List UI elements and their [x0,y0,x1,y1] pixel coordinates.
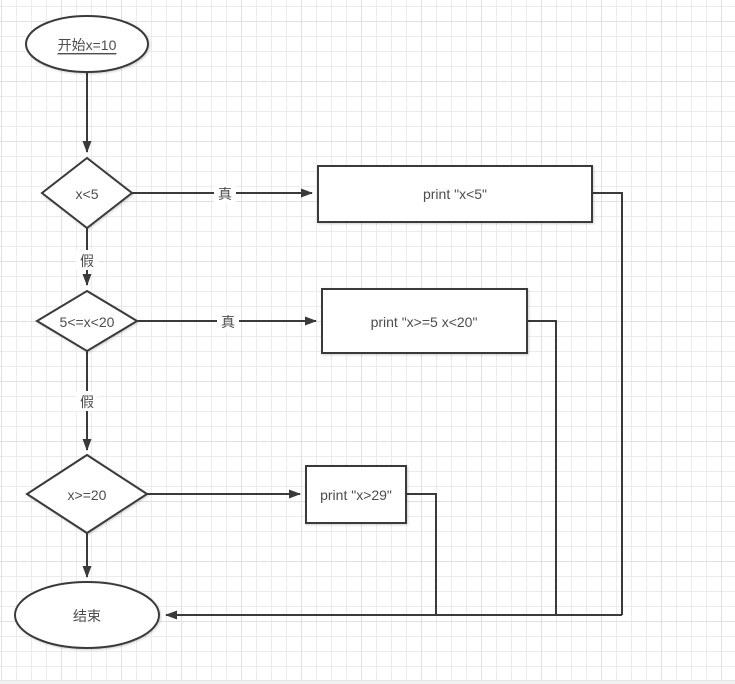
node-decision2-label: 5<=x<20 [60,314,115,330]
node-process3[interactable]: print "x>29" [305,465,407,524]
edge-process2-return[interactable] [527,320,557,615]
edge-label-decision2-true-text: 真 [221,314,235,330]
edge-label-decision1-false-text: 假 [80,253,94,269]
node-decision1[interactable]: x<5 [40,156,134,230]
edge-process3-return[interactable] [406,493,437,615]
nodes-layer: 开始x=10 x<5 print "x<5" 5<=x<20 print "x>… [14,15,593,649]
edge-label-decision1-true[interactable]: 真 [214,183,236,203]
node-process2-label: print "x>=5 x<20" [371,314,478,330]
node-decision2[interactable]: 5<=x<20 [35,289,139,353]
node-start-label: 开始x=10 [58,37,117,53]
node-decision3[interactable]: x>=20 [25,453,149,535]
edge-label-decision2-false-text: 假 [80,394,94,410]
node-end[interactable]: 结束 [14,581,160,649]
node-process1[interactable]: print "x<5" [317,165,593,223]
edge-label-decision1-true-text: 真 [218,186,232,202]
node-decision1-label: x<5 [76,186,99,202]
node-process1-label: print "x<5" [423,186,487,202]
edge-labels-layer: 真 假 真 假 [76,183,239,411]
node-decision3-label: x>=20 [68,487,107,503]
edge-label-decision2-false[interactable]: 假 [76,391,98,411]
canvas-bottom-edge [0,680,735,684]
node-process3-label: print "x>29" [320,487,392,503]
edge-label-decision1-false[interactable]: 假 [76,250,98,270]
node-end-label: 结束 [73,608,101,624]
node-start[interactable]: 开始x=10 [25,15,149,73]
edge-process1-return[interactable] [592,192,623,615]
edge-label-decision2-true[interactable]: 真 [217,311,239,331]
node-process2[interactable]: print "x>=5 x<20" [321,288,528,354]
